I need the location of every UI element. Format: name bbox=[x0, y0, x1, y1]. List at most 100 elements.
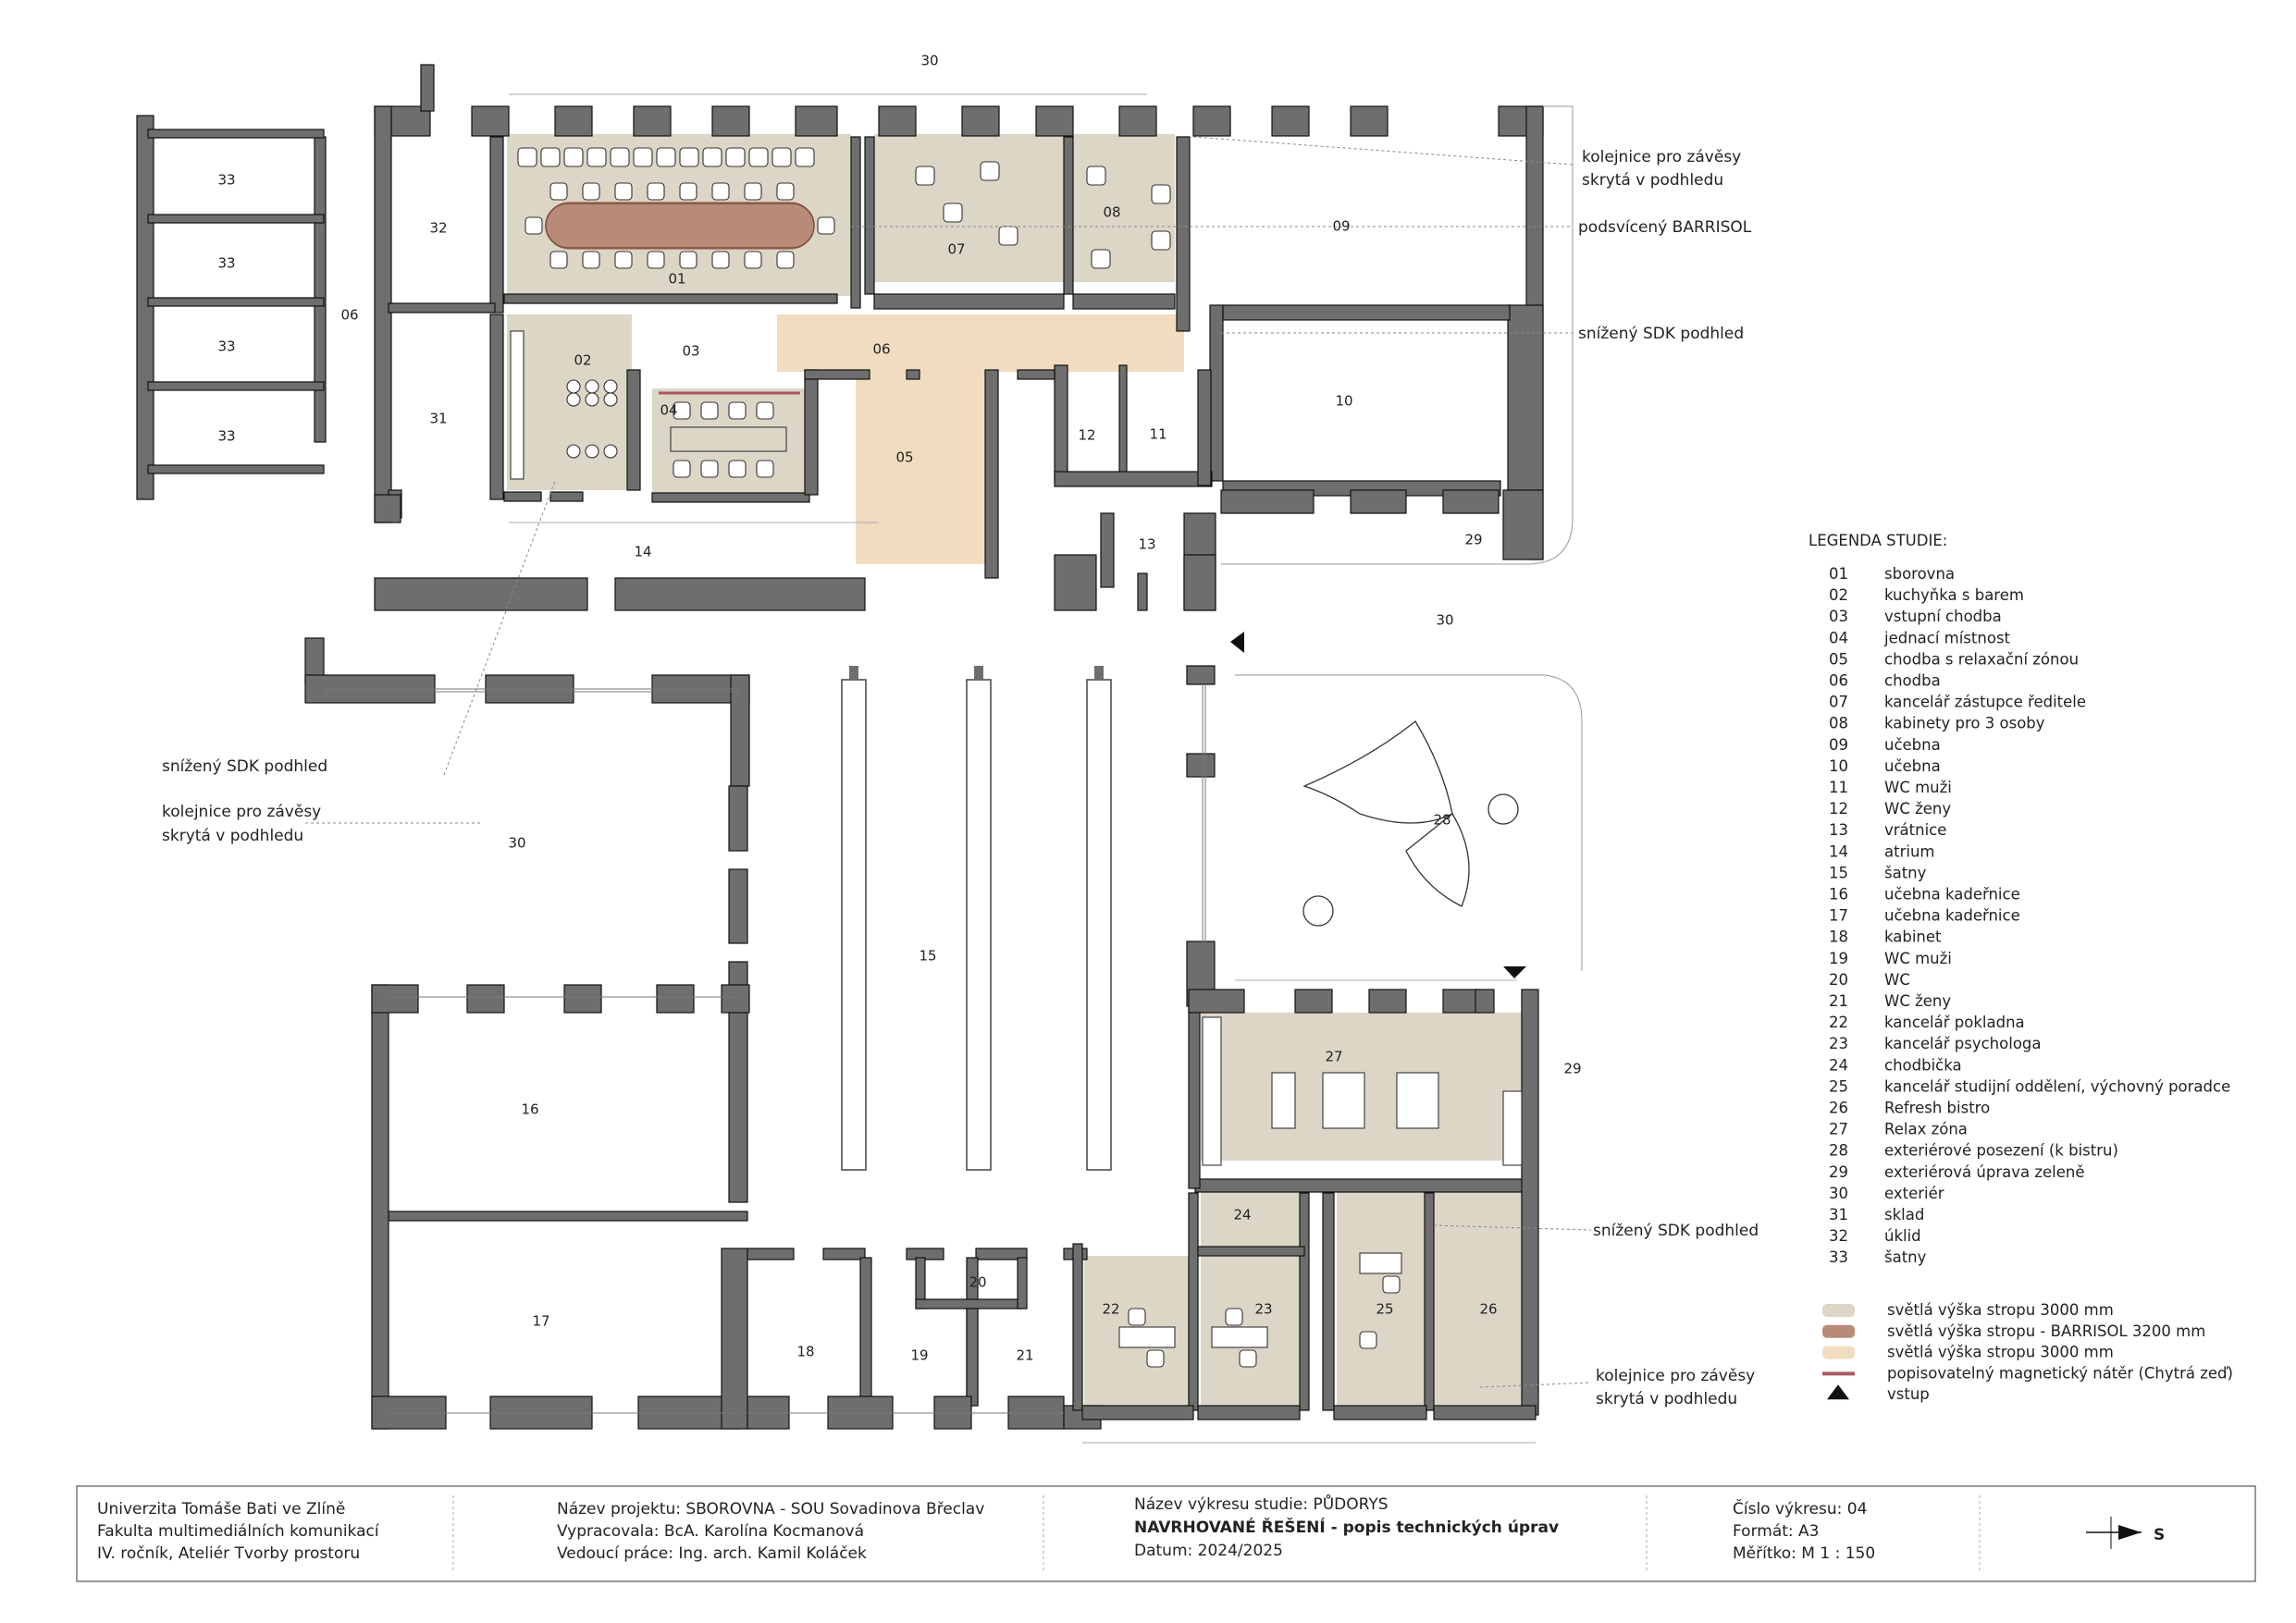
furniture-07-08 bbox=[915, 161, 1171, 269]
room-label-03: 03 bbox=[682, 343, 699, 360]
room-label-28: 28 bbox=[1433, 812, 1450, 829]
tb-drawing-number: Číslo výkresu: 04 bbox=[1733, 1498, 1867, 1518]
title-block: Univerzita Tomáše Bati ve Zlíně Fakulta … bbox=[76, 1485, 2256, 1582]
room-label-33-2: 33 bbox=[217, 255, 235, 272]
note-rail-top-1: kolejnice pro závěsy bbox=[1582, 148, 1741, 166]
legend-item-name: Relax zóna bbox=[1884, 1121, 1968, 1138]
legend-item-name: učebna kadeřnice bbox=[1884, 886, 2020, 904]
room-label-21: 21 bbox=[1016, 1347, 1033, 1364]
legend-swatch bbox=[1822, 1324, 1855, 1338]
vstup-arrow-east bbox=[1230, 632, 1244, 653]
legend-code: 32 bbox=[1829, 1227, 1848, 1245]
legend-item-name: chodba s relaxační zónou bbox=[1884, 650, 2079, 668]
legend-item-name: WC bbox=[1884, 971, 1910, 989]
room-label-15: 15 bbox=[919, 948, 936, 965]
legend-code: 15 bbox=[1829, 864, 1848, 881]
note-rail-left-1: kolejnice pro závěsy bbox=[162, 803, 321, 821]
entrance-arrows bbox=[1230, 632, 1526, 978]
legend-code: 21 bbox=[1829, 992, 1848, 1010]
room-label-26: 26 bbox=[1479, 1301, 1497, 1318]
legend-code: 33 bbox=[1829, 1248, 1848, 1266]
thin-lines bbox=[324, 93, 1583, 1444]
legend-code: 08 bbox=[1829, 715, 1848, 732]
room-label-13: 13 bbox=[1138, 536, 1155, 553]
legend-code: 14 bbox=[1829, 842, 1848, 860]
legend-item-name: WC ženy bbox=[1884, 800, 1951, 818]
room-label-29-right: 29 bbox=[1563, 1061, 1581, 1077]
legend-item-name: kancelář studijní oddělení, výchovný por… bbox=[1884, 1077, 2230, 1095]
conference-table-01 bbox=[545, 203, 815, 249]
legend-code: 09 bbox=[1829, 736, 1848, 754]
note-rail-bottom-1: kolejnice pro závěsy bbox=[1596, 1367, 1755, 1385]
legend-code: 30 bbox=[1829, 1185, 1848, 1202]
legend-title: LEGENDA STUDIE: bbox=[1808, 532, 1947, 549]
fill-room-25 bbox=[1337, 1191, 1425, 1406]
legend-code: 16 bbox=[1829, 886, 1848, 904]
plan-notes: kolejnice pro závěsy skrytá v podhledu p… bbox=[162, 148, 1759, 1408]
note-sdk-left: snížený SDK podhled bbox=[162, 757, 327, 776]
legend-swatch bbox=[1822, 1304, 1855, 1317]
furniture-27 bbox=[1202, 1016, 1523, 1166]
legend-swatch-label: světlá výška stropu - BARRISOL 3200 mm bbox=[1887, 1322, 2205, 1340]
legend-item-name: učebna kadeřnice bbox=[1884, 907, 2020, 925]
legend-code: 18 bbox=[1829, 928, 1848, 946]
north-arrow-icon bbox=[2086, 1517, 2142, 1549]
legend-item-name: chodbička bbox=[1884, 1056, 1962, 1074]
legend-item-name: chodba bbox=[1884, 672, 1941, 690]
legend-item-name: úklid bbox=[1884, 1227, 1921, 1245]
room-label-30-left: 30 bbox=[508, 835, 525, 852]
room-label-06-left: 06 bbox=[340, 307, 358, 324]
legend-code: 04 bbox=[1829, 629, 1848, 646]
tb-drawing-name: Název výkresu studie: PŮDORYS bbox=[1134, 1494, 1389, 1514]
legend-item-name: sklad bbox=[1884, 1206, 1924, 1223]
legend-item-name: sborovna bbox=[1884, 565, 1955, 583]
exterior-seating-28 bbox=[1302, 720, 1519, 927]
legend-code: 20 bbox=[1829, 971, 1848, 989]
legend-item-name: kancelář pokladna bbox=[1884, 1014, 2025, 1031]
room-label-16: 16 bbox=[521, 1101, 538, 1118]
legend-item-name: Refresh bistro bbox=[1884, 1100, 1990, 1117]
legend-code: 29 bbox=[1829, 1163, 1848, 1181]
room-label-01: 01 bbox=[668, 271, 685, 288]
legend-code: 01 bbox=[1829, 565, 1848, 583]
fill-room-07 bbox=[874, 134, 1068, 282]
room-label-14: 14 bbox=[634, 544, 651, 560]
legend-code: 17 bbox=[1829, 907, 1848, 925]
legend-code: 23 bbox=[1829, 1035, 1848, 1052]
legend-code: 12 bbox=[1829, 800, 1848, 818]
tb-author: Vypracovala: BcA. Karolína Kocmanová bbox=[557, 1522, 864, 1541]
legend-item-name: kancelář psychologa bbox=[1884, 1035, 2042, 1052]
legend-code: 28 bbox=[1829, 1142, 1848, 1160]
fill-room-24 bbox=[1201, 1191, 1304, 1248]
note-sdk-right: snížený SDK podhled bbox=[1593, 1222, 1759, 1240]
legend-item-name: vstupní chodba bbox=[1884, 608, 2002, 625]
room-label-19: 19 bbox=[910, 1347, 928, 1364]
legend-code: 26 bbox=[1829, 1100, 1848, 1117]
room-label-02: 02 bbox=[574, 352, 591, 369]
legend-code: 06 bbox=[1829, 672, 1848, 690]
tb-scale: Měřítko: M 1 : 150 bbox=[1733, 1544, 1875, 1563]
room-label-33-1: 33 bbox=[217, 172, 235, 189]
fill-room-27 bbox=[1201, 1013, 1534, 1161]
room-label-11: 11 bbox=[1149, 426, 1167, 443]
legend-item-name: učebna bbox=[1884, 757, 1941, 775]
legend-item-name: atrium bbox=[1884, 842, 1934, 860]
room-label-33-4: 33 bbox=[217, 428, 235, 445]
note-rail-top-2: skrytá v podhledu bbox=[1582, 171, 1723, 190]
furniture-22-25 bbox=[1118, 1252, 1402, 1368]
north-label: S bbox=[2154, 1526, 2165, 1544]
title-block-frame bbox=[76, 1485, 2256, 1582]
ceiling-fills bbox=[507, 134, 1534, 1406]
legend-item-name: exteriérová úprava zeleně bbox=[1884, 1163, 2085, 1181]
vstup-arrow-south bbox=[1503, 966, 1526, 978]
room-label-27: 27 bbox=[1325, 1049, 1342, 1065]
legend-item-name: kancelář zástupce ředitele bbox=[1884, 694, 2086, 711]
furniture-02 bbox=[510, 330, 618, 480]
room-label-29-top: 29 bbox=[1464, 532, 1482, 548]
legend-swatch bbox=[1827, 1384, 1849, 1400]
legend-item-name: šatny bbox=[1884, 864, 1927, 881]
tb-project-name: Název projektu: SBOROVNA - SOU Sovadinov… bbox=[557, 1500, 984, 1518]
legend-item-name: exteriérové posezení (k bistru) bbox=[1884, 1142, 2118, 1160]
